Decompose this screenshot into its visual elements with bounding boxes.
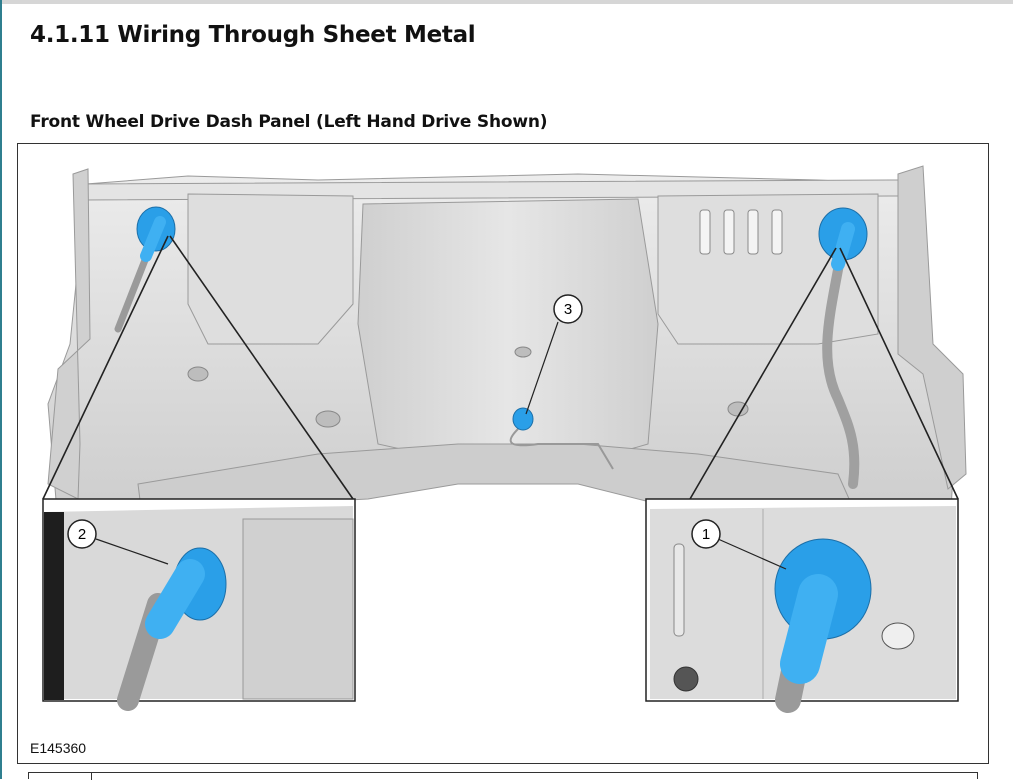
figure-caption: Front Wheel Drive Dash Panel (Left Hand …: [30, 112, 548, 132]
section-title: 4.1.11 Wiring Through Sheet Metal: [30, 22, 476, 48]
left-rule: [0, 0, 2, 779]
panel-holes: [187, 346, 749, 428]
vent-slots: [699, 209, 783, 255]
inset-right: [645, 498, 959, 713]
top-rule: [0, 0, 1013, 4]
dash-panel: [47, 165, 967, 565]
callout-2-number: 2: [78, 526, 86, 543]
callout-3-number: 3: [564, 301, 572, 318]
figure-id: E145360: [30, 740, 87, 756]
callout-1-number: 1: [702, 526, 710, 543]
callout-3: [525, 294, 583, 415]
right-grommet: [818, 207, 868, 489]
table-top-edge: [28, 772, 978, 780]
center-grommet: [509, 407, 614, 470]
figure-frame: 3 2 1 E145360: [17, 143, 989, 764]
table-column-divider: [91, 773, 92, 780]
dash-panel-illustration: 3 2 1: [42, 165, 967, 713]
inset-left: [42, 498, 356, 711]
zoom-leaders: [42, 235, 959, 500]
